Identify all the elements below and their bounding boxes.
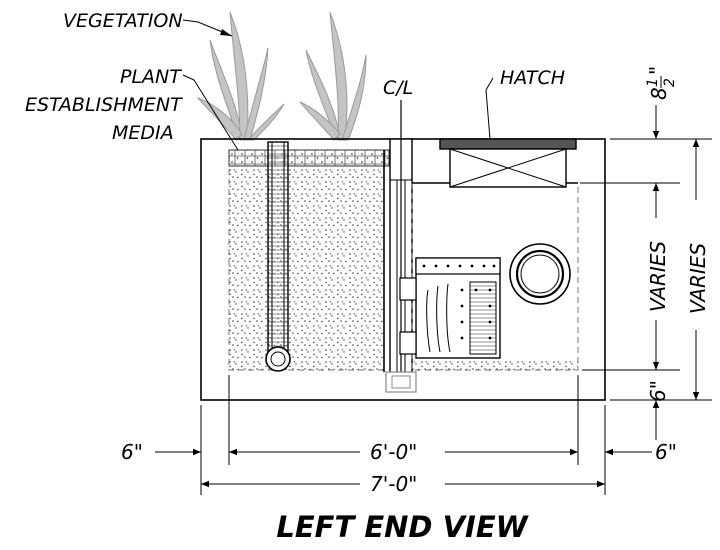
- filter-cartridge: [415, 257, 501, 359]
- plant-media-label-line1: PLANT: [120, 66, 182, 88]
- inlet-pipe: [509, 243, 571, 305]
- outlet-pipe-stub: [385, 371, 417, 393]
- vertical-perforated-pipe: [267, 141, 289, 355]
- baffle-brackets: [399, 277, 417, 355]
- left-wall-dimension: 6": [121, 440, 143, 464]
- hatch-label: HATCH: [500, 67, 565, 89]
- plant-media-label-line2: ESTABLISHMENT: [25, 94, 183, 116]
- svg-text:8: 8: [647, 87, 671, 100]
- hatch-frame: [449, 148, 567, 188]
- chamber-floor-media: [412, 360, 578, 372]
- hatch-cover: [439, 138, 577, 150]
- svg-text:2: 2: [662, 78, 678, 87]
- vegetation-label: VEGETATION: [63, 10, 183, 32]
- outer-height-dimension: VARIES: [686, 243, 710, 314]
- outer-width-dimension: 7'-0": [370, 472, 417, 496]
- top-slab-dimension: 8 1 2 ": [645, 66, 678, 100]
- svg-text:1: 1: [645, 78, 661, 87]
- svg-text:": ": [645, 66, 669, 75]
- right-dimensions: [580, 105, 712, 440]
- bottom-slab-dimension: 6": [646, 380, 670, 402]
- underdrain-pipe: [265, 346, 291, 372]
- bottom-dimensions: [155, 375, 652, 495]
- inner-height-dimension: VARIES: [646, 241, 670, 312]
- centerline-label: C/L: [383, 77, 413, 99]
- view-title: LEFT END VIEW: [276, 510, 529, 544]
- plant-media-layer: [228, 149, 390, 167]
- inner-width-dimension: 6'-0": [370, 440, 417, 464]
- vegetation-plant-left: [196, 11, 285, 142]
- plant-media-label-line3: MEDIA: [112, 122, 174, 144]
- right-wall-dimension: 6": [655, 440, 677, 464]
- plant-establishment-media-fill: [228, 164, 385, 371]
- vegetation-plant-right: [299, 11, 367, 141]
